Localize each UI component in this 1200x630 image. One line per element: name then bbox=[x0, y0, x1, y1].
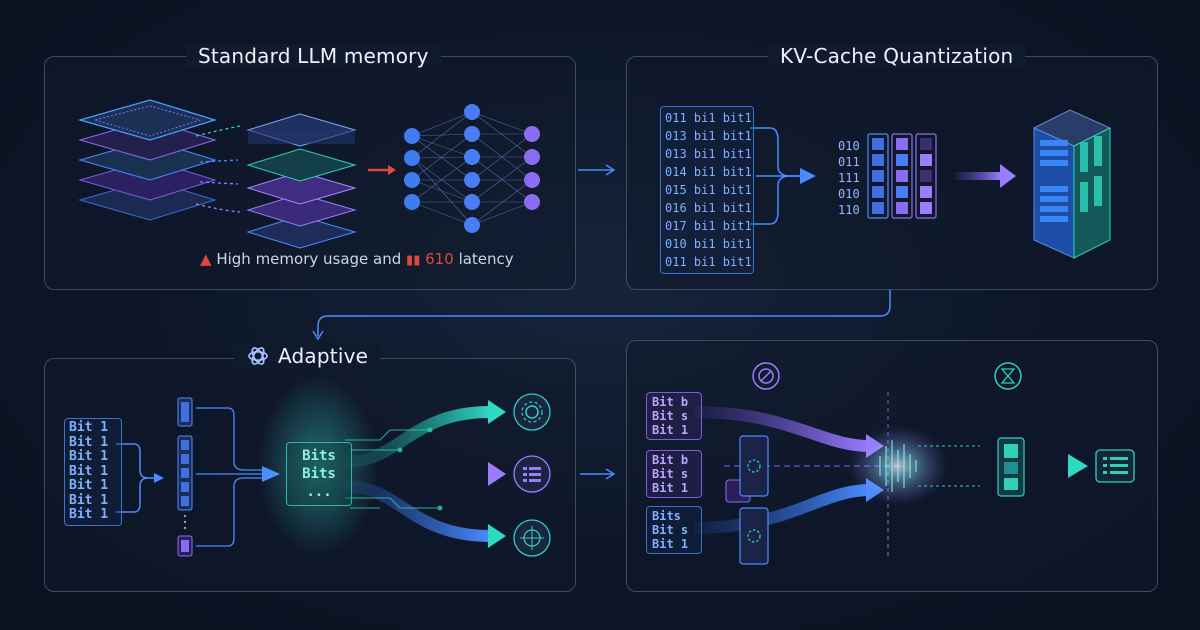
bit-row: Bit 1 bbox=[652, 537, 689, 551]
bit-row: Bit 1 bbox=[69, 434, 109, 450]
list-icon bbox=[513, 455, 551, 493]
warning-text: High memory usage and bbox=[216, 250, 402, 268]
hourglass-icon bbox=[994, 362, 1022, 390]
routing-group-3: Bits Bit s Bit 1 bbox=[646, 506, 702, 554]
server-stack-icon bbox=[1032, 109, 1112, 259]
quantized-columns bbox=[867, 133, 937, 219]
kv-arrow-head bbox=[800, 168, 816, 184]
bit-row: Bit s bbox=[652, 409, 689, 423]
kv-merge-arrows bbox=[750, 127, 800, 225]
bit-row: 016 bi1 bit1 bbox=[665, 201, 752, 215]
target-icon bbox=[513, 519, 551, 557]
bit-row: Bit s bbox=[652, 523, 689, 537]
code-row: 010 bbox=[838, 139, 860, 153]
cache-block-stack-icon bbox=[246, 113, 357, 249]
adaptive-bit-list: Bit 1 Bit 1 Bit 1 Bit 1 Bit 1 Bit 1 Bit … bbox=[64, 418, 122, 526]
gear-chip-icon-2 bbox=[739, 507, 769, 565]
bit-row: 011 bi1 bit1 bbox=[665, 111, 752, 125]
bit-row: 011 bi1 bit1 bbox=[665, 255, 752, 269]
code-row: 111 bbox=[838, 171, 860, 185]
adaptive-converge-lines bbox=[196, 407, 262, 547]
panel-title-kvcache: KV-Cache Quantization bbox=[768, 44, 1026, 68]
bit-row: Bit b bbox=[652, 453, 689, 467]
panel-title-standard: Standard LLM memory bbox=[186, 44, 441, 68]
bit-row: Bit 1 bbox=[69, 463, 109, 479]
prohibit-icon bbox=[752, 362, 780, 390]
adaptive-columns bbox=[177, 397, 193, 557]
kv-bit-list: 011 bi1 bit1 013 bi1 bit1 013 bi1 bit1 0… bbox=[660, 106, 754, 274]
gear-icon bbox=[513, 393, 551, 431]
code-row: 011 bbox=[838, 155, 860, 169]
bit-row: Bit s bbox=[652, 467, 689, 481]
adaptive-bits-box: Bits Bits ... bbox=[286, 442, 352, 506]
code-row: 110 bbox=[838, 203, 860, 217]
bit-row: Bit 1 bbox=[652, 423, 689, 437]
bit-row: Bit 1 bbox=[69, 492, 109, 508]
output-list-icon bbox=[1095, 449, 1135, 483]
bit-row: 014 bi1 bit1 bbox=[665, 165, 752, 179]
kv-code-list: 010 011 111 010 110 bbox=[838, 138, 860, 218]
output-stream bbox=[918, 445, 1088, 487]
code-row: 010 bbox=[838, 187, 860, 201]
memory-layer-stack-icon bbox=[77, 99, 218, 221]
neural-nodes bbox=[404, 104, 540, 233]
bit-row: 017 bi1 bit1 bbox=[665, 219, 752, 233]
bit-row: Bit 1 bbox=[69, 420, 109, 435]
bit-row: 013 bi1 bit1 bbox=[665, 129, 752, 143]
bit-row: 013 bi1 bit1 bbox=[665, 147, 752, 161]
bit-row: Bit 1 bbox=[69, 507, 109, 522]
bits-row: ... bbox=[306, 484, 332, 500]
bit-row: 010 bi1 bit1 bbox=[665, 237, 752, 251]
layer-flow-arrows bbox=[195, 125, 241, 213]
circuit-traces bbox=[345, 427, 443, 511]
bit-row: Bit b bbox=[652, 395, 689, 409]
bit-row: 015 bi1 bit1 bbox=[665, 183, 752, 197]
adaptive-label: Adaptive bbox=[278, 344, 369, 368]
bit-row: Bit 1 bbox=[69, 449, 109, 464]
panel-title-adaptive: Adaptive bbox=[234, 344, 381, 368]
gear-chip-icon bbox=[739, 435, 769, 497]
bit-row: Bits bbox=[652, 509, 681, 523]
bar-chart-icon: ▮▮ bbox=[406, 253, 421, 268]
bits-row: Bits bbox=[302, 448, 336, 464]
kv-purple-arrow bbox=[955, 172, 1001, 180]
output-column-icon bbox=[997, 437, 1025, 497]
latency-label: latency bbox=[458, 250, 514, 268]
neural-network-icon bbox=[411, 111, 533, 226]
routing-group-2: Bit b Bit s Bit 1 bbox=[646, 450, 702, 498]
adaptive-merge-arrows bbox=[116, 443, 156, 513]
routing-group-1: Bit b Bit s Bit 1 bbox=[646, 392, 702, 440]
teal-glow bbox=[258, 376, 378, 556]
bit-row: Bit 1 bbox=[69, 478, 109, 493]
connector-kv-to-adaptive bbox=[317, 290, 891, 336]
memory-warning: ▲ High memory usage and ▮▮ 610 latency bbox=[200, 250, 514, 268]
warning-icon: ▲ bbox=[200, 250, 212, 268]
waveform bbox=[879, 440, 917, 492]
openai-logo-icon bbox=[248, 347, 268, 365]
adaptive-streams bbox=[344, 400, 506, 548]
bits-row: Bits bbox=[302, 466, 336, 482]
bit-row: Bit 1 bbox=[652, 481, 689, 495]
latency-value: 610 bbox=[425, 250, 454, 268]
